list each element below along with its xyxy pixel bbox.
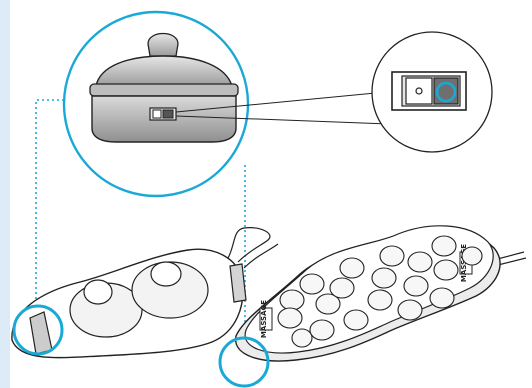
hand-controller (12, 249, 246, 357)
controller-cable (226, 228, 278, 268)
controller-rim (90, 84, 238, 96)
power-switch-icon (392, 72, 466, 110)
switch-detail-circle (372, 32, 492, 152)
massage-pad: MASSAGE MASSAGE (236, 226, 526, 361)
controller-pad-left-top (84, 280, 112, 304)
guide-left (36, 100, 64, 312)
controller-switch-small (150, 108, 176, 120)
pad-tag-left-text: MASSAGE (260, 300, 268, 338)
controller-zoom-circle (64, 12, 390, 196)
controller-pad-right-top (151, 262, 181, 286)
